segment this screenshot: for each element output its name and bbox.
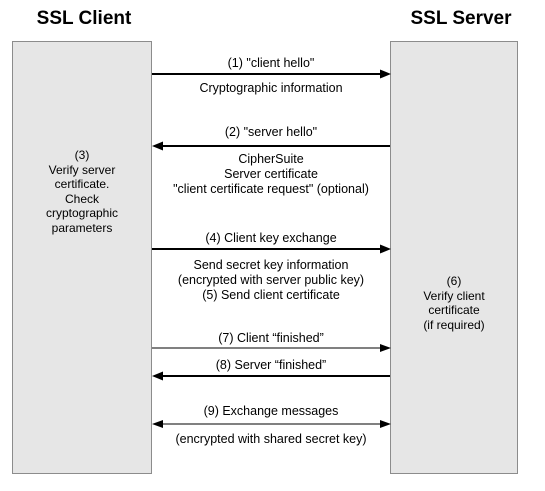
message-detail-line: Cryptographic information xyxy=(199,81,343,95)
message-server-hello: (2) "server hello" xyxy=(150,125,392,140)
message-client-key-exchange: (4) Client key exchange xyxy=(150,231,392,246)
arrowhead-right xyxy=(380,420,391,428)
message-label: (8) Server “finished” xyxy=(215,358,327,372)
client-note-line: parameters xyxy=(51,220,113,235)
server-lifeline xyxy=(390,41,518,474)
arrowhead-left xyxy=(152,141,163,151)
client-note-line: (3) xyxy=(74,148,90,162)
message-exchange-messages-detail: (encrypted with shared secret key) xyxy=(150,432,392,447)
server-verify-note: (6) Verify client certificate (if requir… xyxy=(390,274,518,332)
arrowhead-right xyxy=(380,344,391,352)
message-label: (2) "server hello" xyxy=(224,125,318,139)
arrowhead-right xyxy=(380,244,391,254)
client-verify-note: (3) Verify server certificate. Check cry… xyxy=(12,148,152,235)
message-label: (4) Client key exchange xyxy=(205,231,337,245)
ssl-client-title: SSL Client xyxy=(36,8,132,29)
message-server-hello-detail: CipherSuite Server certificate "client c… xyxy=(150,152,392,197)
message-server-finished: (8) Server “finished” xyxy=(150,358,392,373)
message-client-finished: (7) Client “finished” xyxy=(150,331,392,346)
client-lifeline xyxy=(12,41,152,474)
message-label: (7) Client “finished” xyxy=(218,331,324,345)
message-client-hello: (1) "client hello" xyxy=(150,56,392,71)
message-client-hello-detail: Cryptographic information xyxy=(150,81,392,96)
message-detail-line: Server certificate xyxy=(224,167,318,181)
client-note-line: cryptographic xyxy=(45,206,119,220)
message-detail-line: (5) Send client certificate xyxy=(202,288,340,302)
server-note-line: certificate xyxy=(428,303,480,317)
server-note-line: (if required) xyxy=(423,317,485,332)
message-exchange-messages: (9) Exchange messages xyxy=(150,404,392,419)
message-detail-line: (encrypted with shared secret key) xyxy=(175,432,367,446)
message-label: (1) "client hello" xyxy=(227,56,315,70)
client-note-line: Check xyxy=(64,191,99,206)
message-label: (9) Exchange messages xyxy=(203,404,339,418)
ssl-server-title: SSL Server xyxy=(410,8,512,29)
message-client-key-exchange-detail: Send secret key information (encrypted w… xyxy=(150,258,392,303)
arrowhead-left xyxy=(152,371,163,381)
message-detail-line: (encrypted with server public key) xyxy=(177,273,365,287)
client-note-line: certificate. xyxy=(54,177,110,191)
message-detail-line: CipherSuite xyxy=(238,152,304,166)
message-detail-line: "client certificate request" (optional) xyxy=(173,182,369,196)
server-note-line: Verify client xyxy=(423,288,485,303)
message-detail-line: Send secret key information xyxy=(193,258,349,272)
arrowhead-left xyxy=(152,420,163,428)
server-note-line: (6) xyxy=(446,274,462,288)
arrowhead-right xyxy=(380,69,391,79)
client-note-line: Verify server xyxy=(48,162,116,177)
